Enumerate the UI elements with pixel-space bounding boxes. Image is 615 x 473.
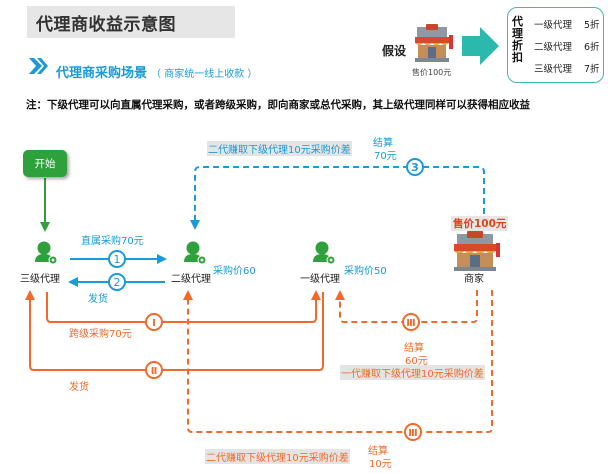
flow-3-settle-title: 结算 [373, 138, 393, 149]
agent-person-icon [35, 241, 58, 265]
marker-I-text: Ⅰ [152, 318, 156, 329]
store-icon [415, 24, 453, 62]
flow-I-label: 跨级采购70元 [69, 329, 132, 340]
marker-3 [406, 158, 424, 176]
marker-III-b-text: Ⅲ [408, 428, 417, 439]
flow-III-a-note: 一代赚取下级代理10元采购价差 [340, 365, 485, 380]
flow-1-label: 直属采购70元 [81, 236, 144, 247]
level2-price-label: 采购价60 [213, 266, 256, 277]
flow-III-a-settle-amount: 60元 [405, 356, 428, 367]
flow-3-note: 二代赚取下级代理10元采购价差 [207, 141, 352, 156]
store-price-label: 售价100元 [412, 68, 452, 77]
page-title: 代理商收益示意图 [36, 15, 176, 35]
discount-level: 三级代理 [534, 64, 573, 75]
marker-III-a-text: Ⅲ [406, 318, 415, 329]
flow-2-label: 发货 [88, 294, 108, 305]
flow-II-label: 发货 [69, 382, 89, 393]
marker-2-text: 2 [114, 276, 121, 289]
marker-1 [108, 250, 126, 268]
flow-line-I [46, 290, 321, 323]
discount-row: 三级代理 7折 [534, 61, 600, 75]
discount-row: 一级代理 5折 [534, 17, 600, 31]
level1-agent-label: 一级代理 [300, 274, 340, 285]
flow-III-a-settle-title: 结算 [404, 343, 424, 354]
merchant-price-label: 售价100元 [451, 216, 509, 231]
teal-arrow-icon [462, 27, 499, 65]
flow-III-b-settle-title: 结算 [368, 446, 388, 457]
scene-title: 代理商采购场景（ 商家统一线上收款 ） [56, 62, 257, 81]
marker-III-a [402, 313, 420, 331]
level1-price-label: 采购价50 [344, 266, 387, 277]
scene-title-text: 代理商采购场景 [56, 66, 148, 81]
start-button[interactable]: 开始 [23, 150, 67, 177]
agent-person-icon [313, 241, 336, 265]
flow-III-b-note: 二代赚取下级代理10元采购价差 [205, 449, 350, 464]
discount-row: 二级代理 6折 [534, 39, 600, 53]
flow-line-II [25, 290, 324, 371]
discount-title: 代理折扣 [512, 15, 523, 64]
scene-subtitle: （ 商家统一线上收款 ） [151, 69, 258, 80]
merchant-store-icon [454, 231, 500, 271]
note-text: 注：下级代理可以向直属代理采购，或者跨级采购，即向商家或总代采购，其上级代理同样… [26, 99, 530, 111]
marker-II-text: Ⅱ [151, 366, 158, 377]
merchant-label: 商家 [464, 274, 484, 285]
settlement-line-III-b [183, 290, 493, 433]
discount-rate: 7折 [584, 64, 600, 75]
discount-level: 二级代理 [534, 42, 573, 53]
level2-agent-label: 二级代理 [171, 274, 211, 285]
title-background [27, 6, 235, 38]
marker-3-text: 3 [411, 161, 419, 174]
assumption-label: 假设 [382, 44, 407, 58]
marker-1-text: 1 [114, 253, 121, 266]
agent-person-icon [184, 241, 207, 265]
marker-III-b [404, 423, 422, 441]
marker-II [145, 361, 163, 379]
discount-rate: 6折 [584, 42, 600, 53]
marker-2 [108, 273, 126, 291]
discount-level: 一级代理 [534, 20, 573, 31]
discount-rate: 5折 [584, 20, 600, 31]
level3-agent-label: 三级代理 [20, 274, 60, 285]
marker-I [145, 313, 163, 331]
chevron-double-right-icon [29, 58, 48, 74]
flow-3-settle-amount: 70元 [374, 151, 397, 162]
discount-box [507, 7, 604, 83]
settlement-line-3 [190, 166, 485, 230]
flow-III-b-settle-amount: 10元 [369, 459, 392, 470]
